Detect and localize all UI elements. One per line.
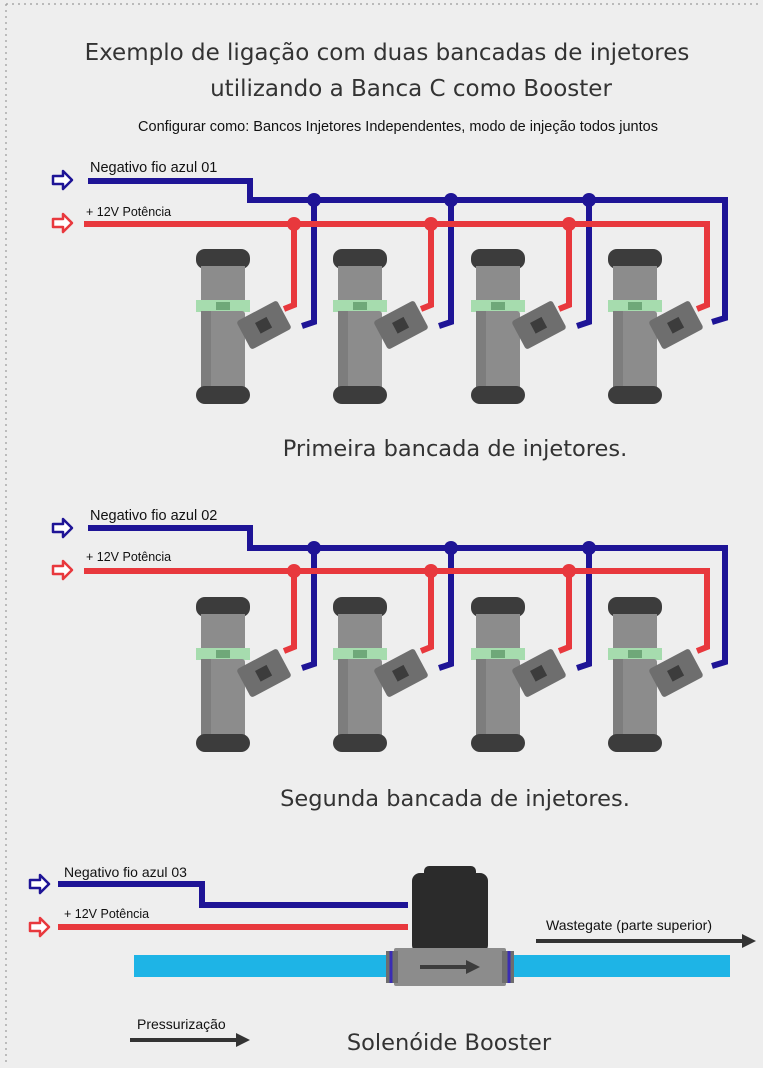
negative-arrow-icon	[51, 517, 74, 539]
bank-2-caption: Segunda bancada de injetores.	[280, 786, 630, 812]
bank-1-caption: Primeira bancada de injetores.	[283, 436, 628, 462]
negative-arrow-icon	[28, 873, 51, 895]
injector-bank-2: Negativo fio azul 02 + 12V Potência Segu…	[51, 508, 728, 812]
power-wire-2	[84, 568, 710, 654]
injector-icon	[471, 597, 567, 752]
wastegate-arrow-icon	[536, 934, 756, 948]
title-line-2: utilizando a Banca C como Booster	[210, 76, 612, 102]
injector-icon	[196, 597, 292, 752]
injector-icon	[333, 597, 429, 752]
injector-bank-1: Negativo fio azul 01 + 12V Potência Prim…	[51, 160, 728, 462]
power-arrow-icon	[51, 559, 74, 581]
negative-wire-label-2: Negativo fio azul 02	[90, 508, 217, 524]
negative-arrow-icon	[51, 169, 74, 191]
negative-wire-label-3: Negativo fio azul 03	[64, 864, 187, 880]
wastegate-label: Wastegate (parte superior)	[546, 917, 712, 933]
title-line-1: Exemplo de ligação com duas bancadas de …	[85, 40, 690, 66]
booster-caption: Solenóide Booster	[347, 1030, 552, 1056]
negative-wire-label-1: Negativo fio azul 01	[90, 160, 217, 176]
power-wire-label-1: + 12V Potência	[86, 205, 171, 219]
power-arrow-icon	[28, 916, 51, 938]
negative-wire-1	[88, 178, 728, 325]
power-wire-label-2: + 12V Potência	[86, 550, 171, 564]
injector-icon	[471, 249, 567, 404]
power-wire-label-3: + 12V Potência	[64, 907, 149, 921]
config-subtitle: Configurar como: Bancos Injetores Indepe…	[138, 119, 658, 135]
injector-icon	[608, 597, 704, 752]
solenoid-booster-icon	[386, 866, 514, 986]
negative-wire-3	[58, 881, 408, 908]
pressure-label: Pressurização	[137, 1016, 226, 1032]
injector-icon	[608, 249, 704, 404]
power-arrow-icon	[51, 212, 74, 234]
power-wire-1	[84, 221, 710, 312]
injector-icon	[333, 249, 429, 404]
pressure-arrow-icon	[130, 1033, 250, 1047]
booster-section: Negativo fio azul 03 + 12V Potência Wast…	[28, 864, 756, 1056]
negative-wire-2	[88, 525, 728, 669]
injector-icon	[196, 249, 292, 404]
